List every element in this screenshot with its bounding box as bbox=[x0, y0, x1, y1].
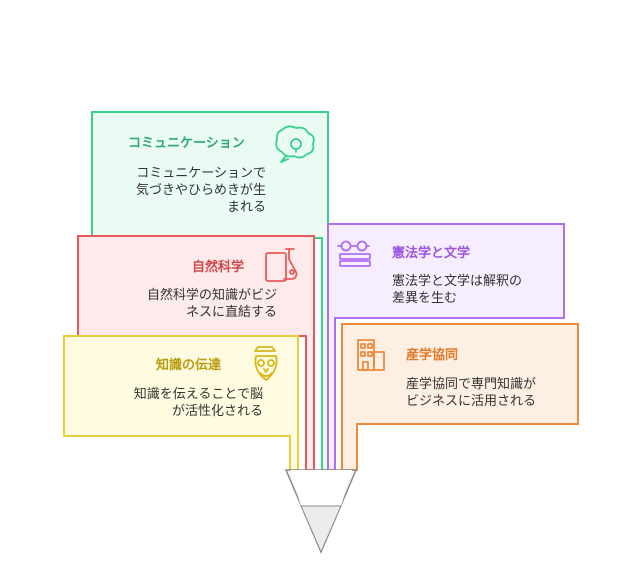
industry-academia-title: 産学協同 bbox=[406, 348, 459, 363]
speech-bubble-icon bbox=[275, 125, 315, 163]
communication-body: コミュニケーションで 気づきやひらめきが生 まれる bbox=[135, 166, 266, 215]
glasses-book-icon bbox=[337, 240, 371, 267]
natural-science-body: 自然科学の知識がビジ ネスに直結する bbox=[146, 288, 277, 320]
funnel bbox=[284, 469, 358, 554]
flask-icon bbox=[265, 248, 298, 282]
building-icon bbox=[357, 339, 385, 371]
natural-science-title: 自然科学 bbox=[192, 260, 245, 275]
owl-icon bbox=[254, 346, 278, 381]
knowledge-transfer-title: 知識の伝達 bbox=[156, 358, 222, 373]
constitution-literature-body: 憲法学と文学は解釈の 差異を生む bbox=[392, 274, 523, 306]
constitution-literature-title: 憲法学と文学 bbox=[392, 246, 471, 261]
knowledge-transfer-body: 知識を伝えることで脳 が活性化される bbox=[133, 387, 263, 419]
communication-title: コミュニケーション bbox=[128, 136, 245, 151]
industry-academia-body: 産学協同で専門知識が ビジネスに活用される bbox=[406, 377, 537, 409]
